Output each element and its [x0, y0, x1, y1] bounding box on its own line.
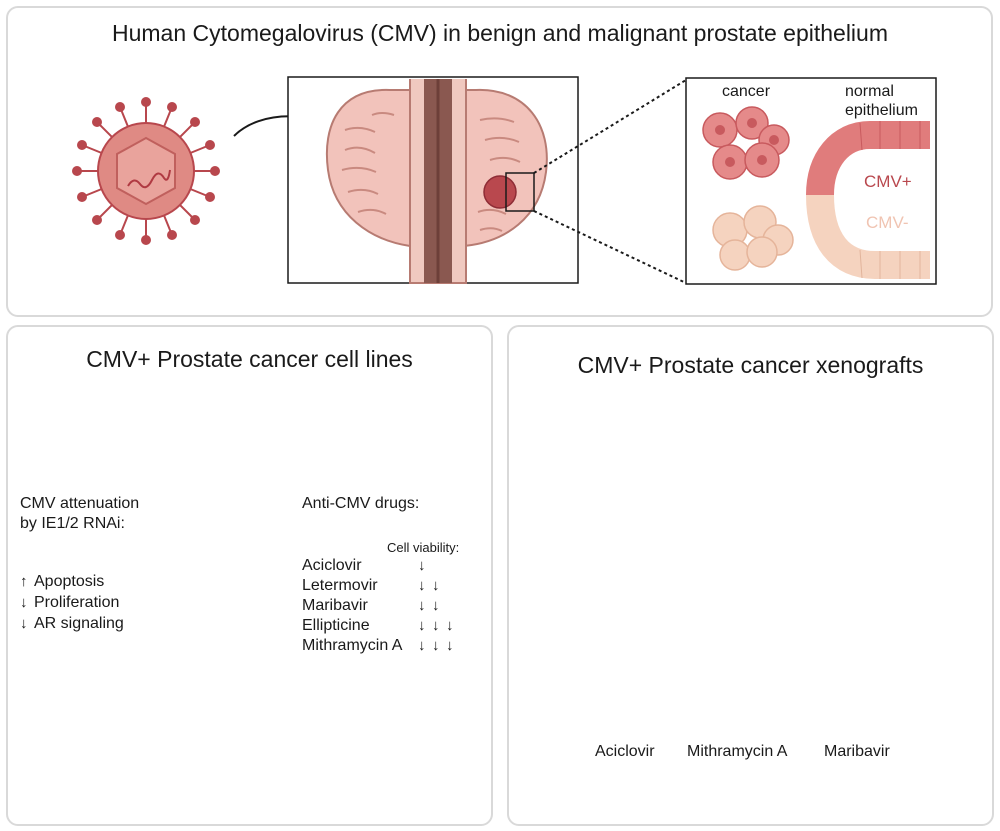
viability-arrows: ↓: [418, 556, 432, 576]
cmv-positive-label: CMV+: [864, 172, 912, 191]
cancer-cells-cmv-negative: [712, 205, 794, 271]
cmv-virus-icon: [72, 97, 220, 245]
drug-name: Mithramycin A: [302, 637, 403, 654]
attenuation-line2: by IE1/2 RNAi:: [20, 515, 125, 532]
arrow-up-icon: ↑: [20, 573, 28, 590]
xenografts-panel: [507, 325, 994, 826]
arrow-down-icon: ↓: [432, 617, 440, 634]
treatment-label-maribavir: Maribavir: [824, 743, 890, 760]
drug-name: Maribavir: [302, 597, 368, 614]
treatment-label-aciclovir: Aciclovir: [595, 743, 655, 760]
arrow-down-icon: ↓: [20, 615, 28, 632]
arrow-down-icon: ↓: [418, 557, 426, 574]
zoom-line-bottom: [533, 210, 687, 284]
drug-name: Ellipticine: [302, 617, 370, 634]
drug-name: Aciclovir: [302, 557, 362, 574]
arrow-down-icon: ↓: [418, 617, 426, 634]
normal-epithelium-icon: [806, 121, 930, 279]
cmv-negative-label: CMV-: [866, 213, 909, 232]
top-panel-title: Human Cytomegalovirus (CMV) in benign an…: [112, 20, 888, 46]
arrow-down-icon: ↓: [432, 637, 440, 654]
cancer-label: cancer: [722, 83, 771, 100]
arrow-down-icon: ↓: [20, 594, 28, 611]
viability-heading: Cell viability:: [387, 540, 460, 555]
cell-lines-panel: [6, 325, 493, 826]
effect-label: Proliferation: [34, 594, 120, 611]
effect-label: AR signaling: [34, 615, 124, 632]
effect-item: ↓ Proliferation: [20, 593, 119, 613]
effect-item: ↑ Apoptosis: [20, 572, 104, 592]
arrow-down-icon: ↓: [446, 617, 454, 634]
arrow-down-icon: ↓: [418, 577, 426, 594]
viability-arrows: ↓ ↓ ↓: [418, 636, 460, 656]
epithelium-label: epithelium: [845, 102, 918, 119]
effect-label: Apoptosis: [34, 573, 105, 590]
cell-lines-title: CMV+ Prostate cancer cell lines: [86, 346, 413, 372]
viability-arrows: ↓↓: [418, 576, 446, 596]
viability-arrows: ↓↓: [418, 596, 446, 616]
normal-label: normal: [845, 83, 894, 100]
attenuation-line1: CMV attenuation: [20, 495, 140, 512]
arrow-down-icon: ↓: [432, 597, 440, 614]
arrow-down-icon: ↓: [446, 637, 454, 654]
drugs-heading: Anti-CMV drugs:: [302, 495, 420, 512]
arrow-down-icon: ↓: [418, 597, 426, 614]
cancer-cells-cmv-positive: [702, 106, 790, 180]
arrow-down-icon: ↓: [418, 637, 426, 654]
prostate-gland-icon: [326, 79, 548, 284]
treatment-label-mithramycin: Mithramycin A: [687, 743, 788, 760]
xenografts-title: CMV+ Prostate cancer xenografts: [577, 352, 924, 378]
effect-item: ↓ AR signaling: [20, 614, 124, 634]
viability-arrows: ↓ ↓ ↓: [418, 616, 460, 636]
arrow-down-icon: ↓: [432, 577, 440, 594]
drug-name: Letermovir: [302, 577, 378, 594]
